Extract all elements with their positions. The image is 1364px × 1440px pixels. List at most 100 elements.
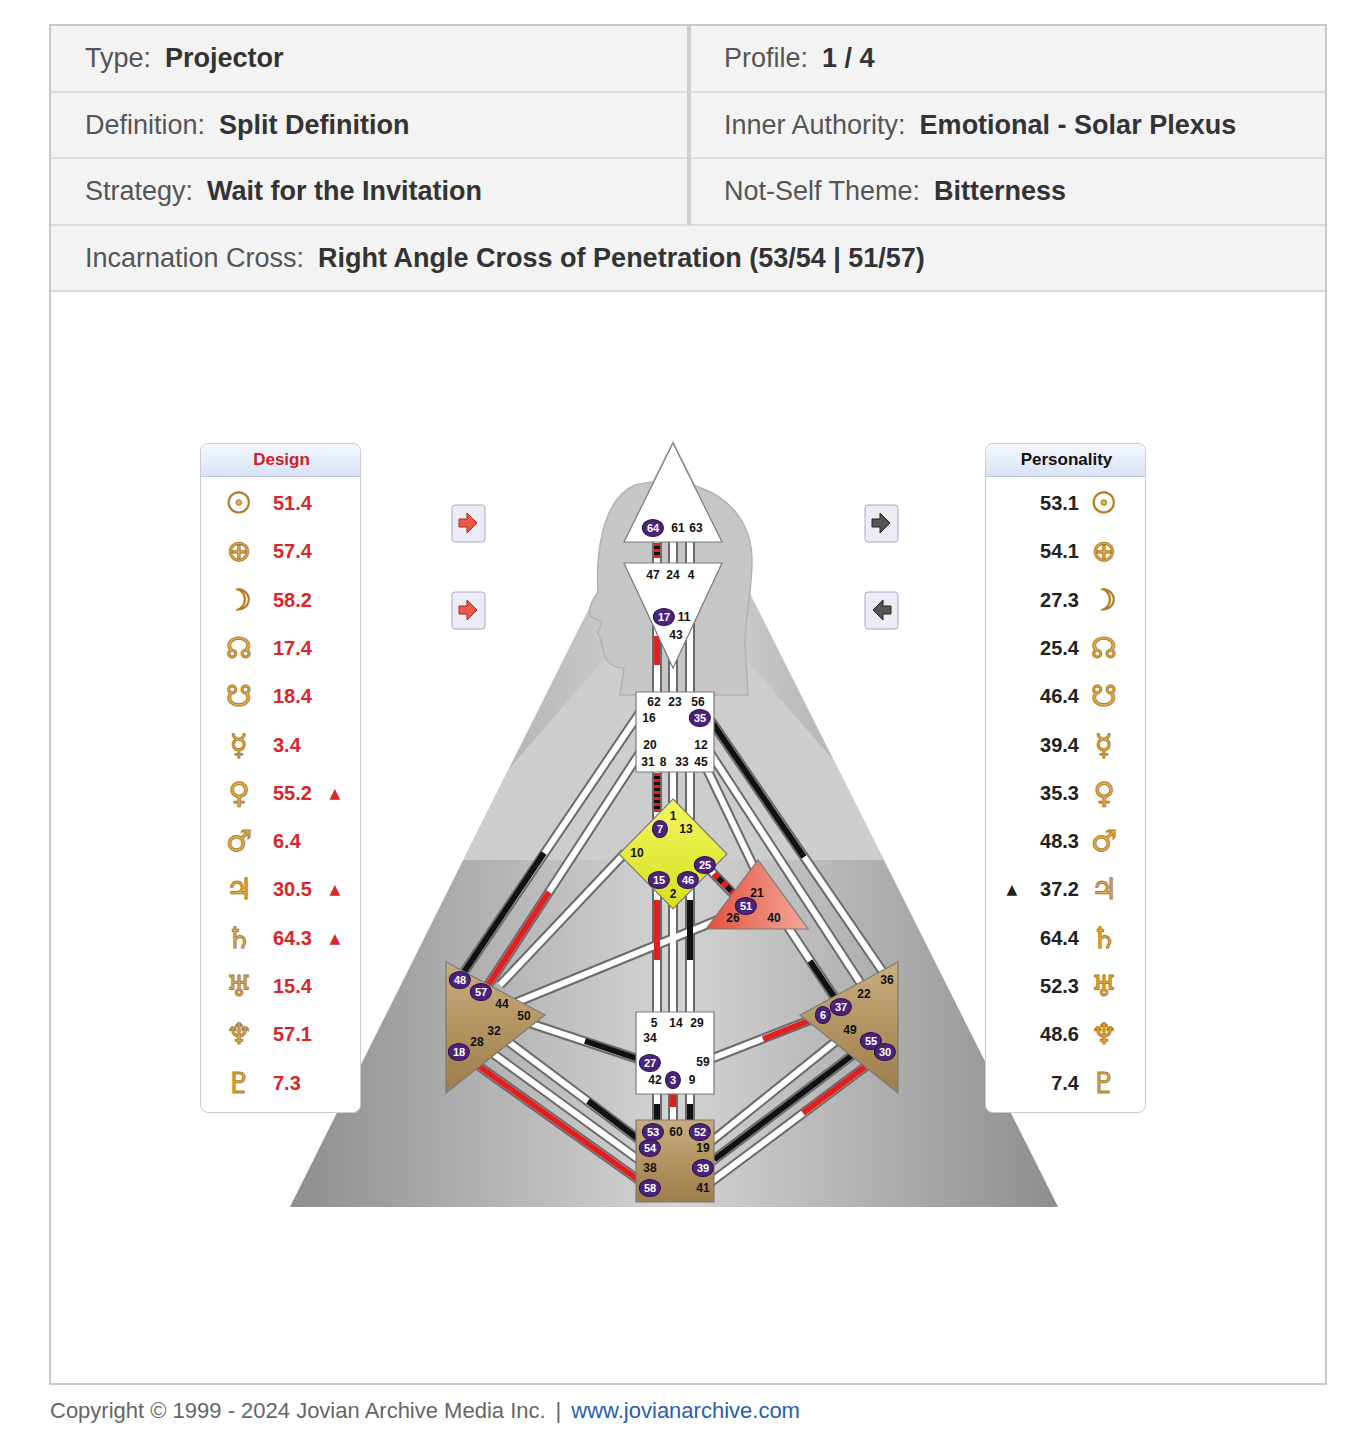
gate-number: 63 — [689, 522, 702, 535]
gate-number: 36 — [880, 974, 893, 987]
header-cell: Type:Projector — [50, 25, 689, 92]
energy-center: 44503228485718 — [446, 962, 546, 1094]
planet-glyph: ☊ — [226, 631, 252, 665]
gate-number: 61 — [671, 522, 684, 535]
planet-glyph: ☉ — [1091, 486, 1117, 520]
gate-line: 25.4 — [1040, 636, 1079, 659]
field-label: Incarnation Cross: — [85, 243, 304, 274]
gate-number: 1 — [670, 810, 677, 823]
gate-number: 6 — [820, 1009, 826, 1021]
gate-number: 14 — [669, 1017, 682, 1030]
gate-number: 12 — [694, 739, 707, 752]
field-value: Split Definition — [219, 110, 409, 141]
header-cell: Strategy: Wait for the Invitation — [50, 158, 689, 225]
frame — [50, 25, 1326, 1384]
gate-number: 53 — [647, 1126, 659, 1138]
design-panel: Design☉51.4⊕57.4☽58.2☊17.4☋18.4☿3.4♀55.2… — [200, 443, 361, 1113]
gate-number: 50 — [517, 1010, 530, 1023]
center-outline — [636, 1012, 714, 1094]
planet-glyph: ♃ — [226, 872, 252, 906]
gate-number: 59 — [696, 1056, 709, 1069]
gate-number: 25 — [699, 859, 711, 871]
gate-number: 9 — [689, 1074, 696, 1087]
exaltation-mark: ▲ — [330, 881, 341, 897]
planet-glyph: ☋ — [1091, 679, 1117, 713]
gate-number: 27 — [644, 1057, 656, 1069]
gate-number: 47 — [646, 569, 659, 582]
gate-number: 58 — [644, 1182, 656, 1194]
gate-number: 40 — [767, 912, 780, 925]
energy-center: 622356162012318334535 — [636, 692, 714, 772]
active-gate: 7 — [652, 820, 668, 838]
center-outline — [624, 443, 722, 542]
field-label: Strategy: — [85, 176, 193, 207]
planet-glyph: ♄ — [226, 921, 252, 955]
gate-line: 7.3 — [273, 1071, 301, 1094]
gate-line: 58.2 — [273, 588, 312, 611]
footer: Copyright © 1999 - 2024 Jovian Archive M… — [50, 1398, 800, 1424]
planet-glyph: ♂ — [226, 824, 252, 858]
gate-number: 26 — [726, 912, 739, 925]
website-link: www.jovianarchive.com — [571, 1398, 800, 1424]
gate-number: 57 — [475, 986, 487, 998]
gate-number: 15 — [653, 874, 665, 886]
copyright-note: | — [556, 1398, 562, 1424]
gate-line: 30.5 — [273, 878, 312, 901]
hanging-gates — [462, 543, 885, 1148]
planet-glyph: ☿ — [230, 728, 248, 762]
planet-glyph: ☊ — [1091, 631, 1117, 665]
gate-number: 21 — [750, 887, 763, 900]
center-outline — [706, 860, 808, 929]
gate-number: 11 — [678, 611, 691, 624]
gate-line: 46.4 — [1040, 685, 1079, 708]
defined-channel — [470, 1060, 639, 1180]
center-outline — [624, 563, 722, 668]
gate-number: 39 — [697, 1162, 709, 1174]
gate-number: 13 — [679, 823, 692, 836]
gate-line: 17.4 — [273, 636, 312, 659]
field-label: Type: — [85, 43, 151, 74]
gate-number: 44 — [495, 998, 508, 1011]
active-gate: 6 — [815, 1006, 831, 1024]
gate-line: 7.4 — [1051, 1071, 1079, 1094]
planet-glyph: ☉ — [226, 486, 252, 520]
gate-line: 35.3 — [1040, 781, 1079, 804]
gate-number: 3 — [670, 1074, 676, 1086]
gate-number: 54 — [644, 1142, 656, 1154]
planet-glyph: ♅ — [226, 969, 252, 1003]
header-cell: Not-Self Theme:Bitterness — [689, 158, 1326, 225]
gate-number: 38 — [643, 1162, 656, 1175]
gate-number: 17 — [658, 611, 670, 623]
panel-heading: Design — [253, 450, 310, 470]
energy-center: 21 26 40 51 — [706, 860, 808, 930]
center-outline — [636, 692, 714, 772]
field-value: Wait for the Invitation — [207, 176, 482, 207]
gate-number: 23 — [668, 696, 681, 709]
active-gate: 3 — [665, 1071, 681, 1089]
exaltation-mark: ▲ — [330, 930, 341, 946]
gate-number: 51 — [740, 900, 752, 912]
gate-number: 19 — [696, 1142, 709, 1155]
center-outline — [636, 1120, 714, 1202]
gate-line: 15.4 — [273, 975, 312, 998]
planet-glyph: ♇ — [1091, 1066, 1117, 1100]
gate-number: 4 — [688, 569, 695, 582]
gate-number: 42 — [648, 1074, 661, 1087]
gate-number: 24 — [666, 569, 679, 582]
header-cell: Definition:Split Definition — [50, 92, 689, 158]
field-value: Emotional - Solar Plexus — [920, 110, 1237, 141]
gate-number: 28 — [470, 1036, 483, 1049]
gate-line: 55.2 — [273, 781, 312, 804]
planet-glyph: ♆ — [1091, 1017, 1117, 1051]
gate-line: 37.2 — [1040, 878, 1079, 901]
gate-line: 64.4 — [1040, 926, 1079, 949]
header-cell: Incarnation Cross: Right Angle Cross of P… — [50, 225, 1326, 291]
gate-number: 34 — [643, 1032, 656, 1045]
field-value: Right Angle Cross of Penetration (53/54 … — [318, 243, 925, 274]
gate-number: 20 — [643, 739, 656, 752]
field-value: Bitterness — [934, 176, 1066, 207]
field-value: 1 / 4 — [822, 43, 875, 74]
personality-panel: Personality53.1☉54.1⊕27.3☽25.4☊46.4☋39.4… — [985, 443, 1146, 1113]
planet-glyph: ♂ — [1091, 824, 1117, 858]
